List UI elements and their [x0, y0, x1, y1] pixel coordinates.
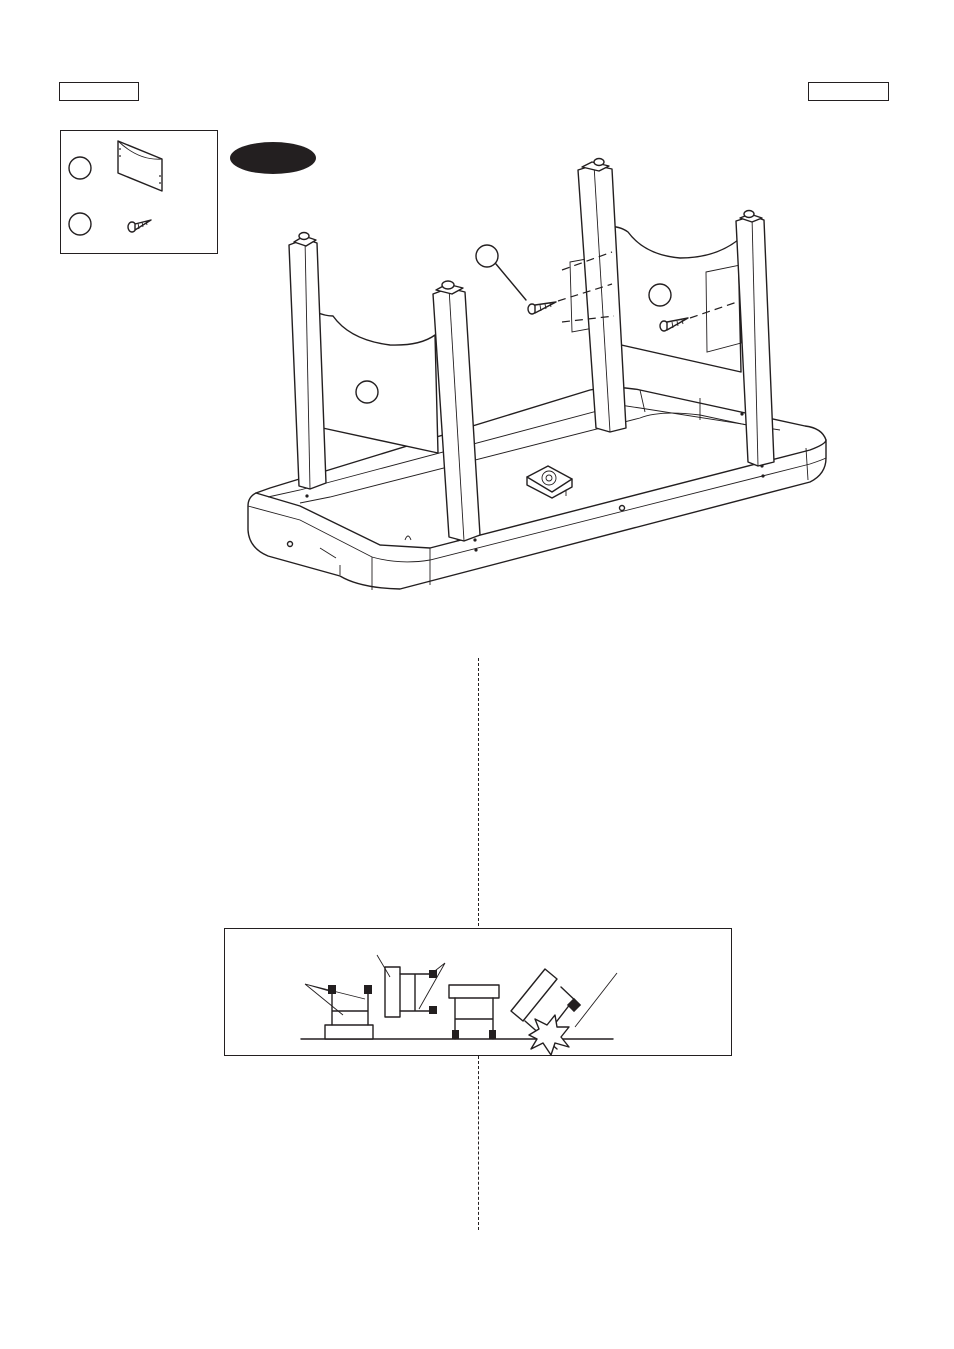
stool-correct-side	[376, 954, 446, 1018]
stool-incorrect-tilted	[510, 968, 618, 1056]
assembly-screw-1	[527, 301, 557, 315]
column-divider-top	[478, 658, 479, 926]
header-right-label-box	[808, 82, 889, 101]
assembly-screw-2	[659, 317, 689, 332]
tabletop-frame	[247, 386, 827, 590]
leg-back-left	[577, 157, 627, 433]
side-panel-icon	[117, 140, 163, 192]
alignment-line-1	[557, 283, 613, 302]
table-assembly-illustration	[247, 157, 827, 590]
step-badge	[230, 142, 316, 174]
alignment-line-2	[561, 251, 615, 323]
frame-hole-2	[618, 504, 626, 512]
parts-panel-art	[68, 140, 163, 236]
warning-box	[224, 928, 732, 1056]
parts-panel	[60, 130, 218, 254]
stool-correct-upright	[304, 983, 374, 1040]
column-divider-bottom	[478, 1056, 479, 1230]
stool-placement-icon	[300, 954, 618, 1056]
part-1-callout	[68, 156, 92, 180]
leg-front-left	[288, 231, 327, 490]
near-side-panel	[315, 311, 439, 454]
leg-front-right	[432, 280, 481, 542]
screw-callout-circle	[475, 244, 499, 268]
leg-back-right	[735, 209, 775, 467]
header-left-label-box	[59, 82, 139, 101]
part-2-callout	[68, 212, 92, 236]
center-mechanism	[526, 465, 573, 499]
frame-hole-1	[286, 540, 294, 548]
far-panel-callout	[648, 283, 672, 307]
near-panel-callout	[355, 380, 379, 404]
alignment-line-3	[689, 300, 741, 319]
screw-callout	[475, 244, 527, 301]
stool-correct-standing	[448, 984, 500, 1040]
screw-icon	[127, 219, 152, 233]
